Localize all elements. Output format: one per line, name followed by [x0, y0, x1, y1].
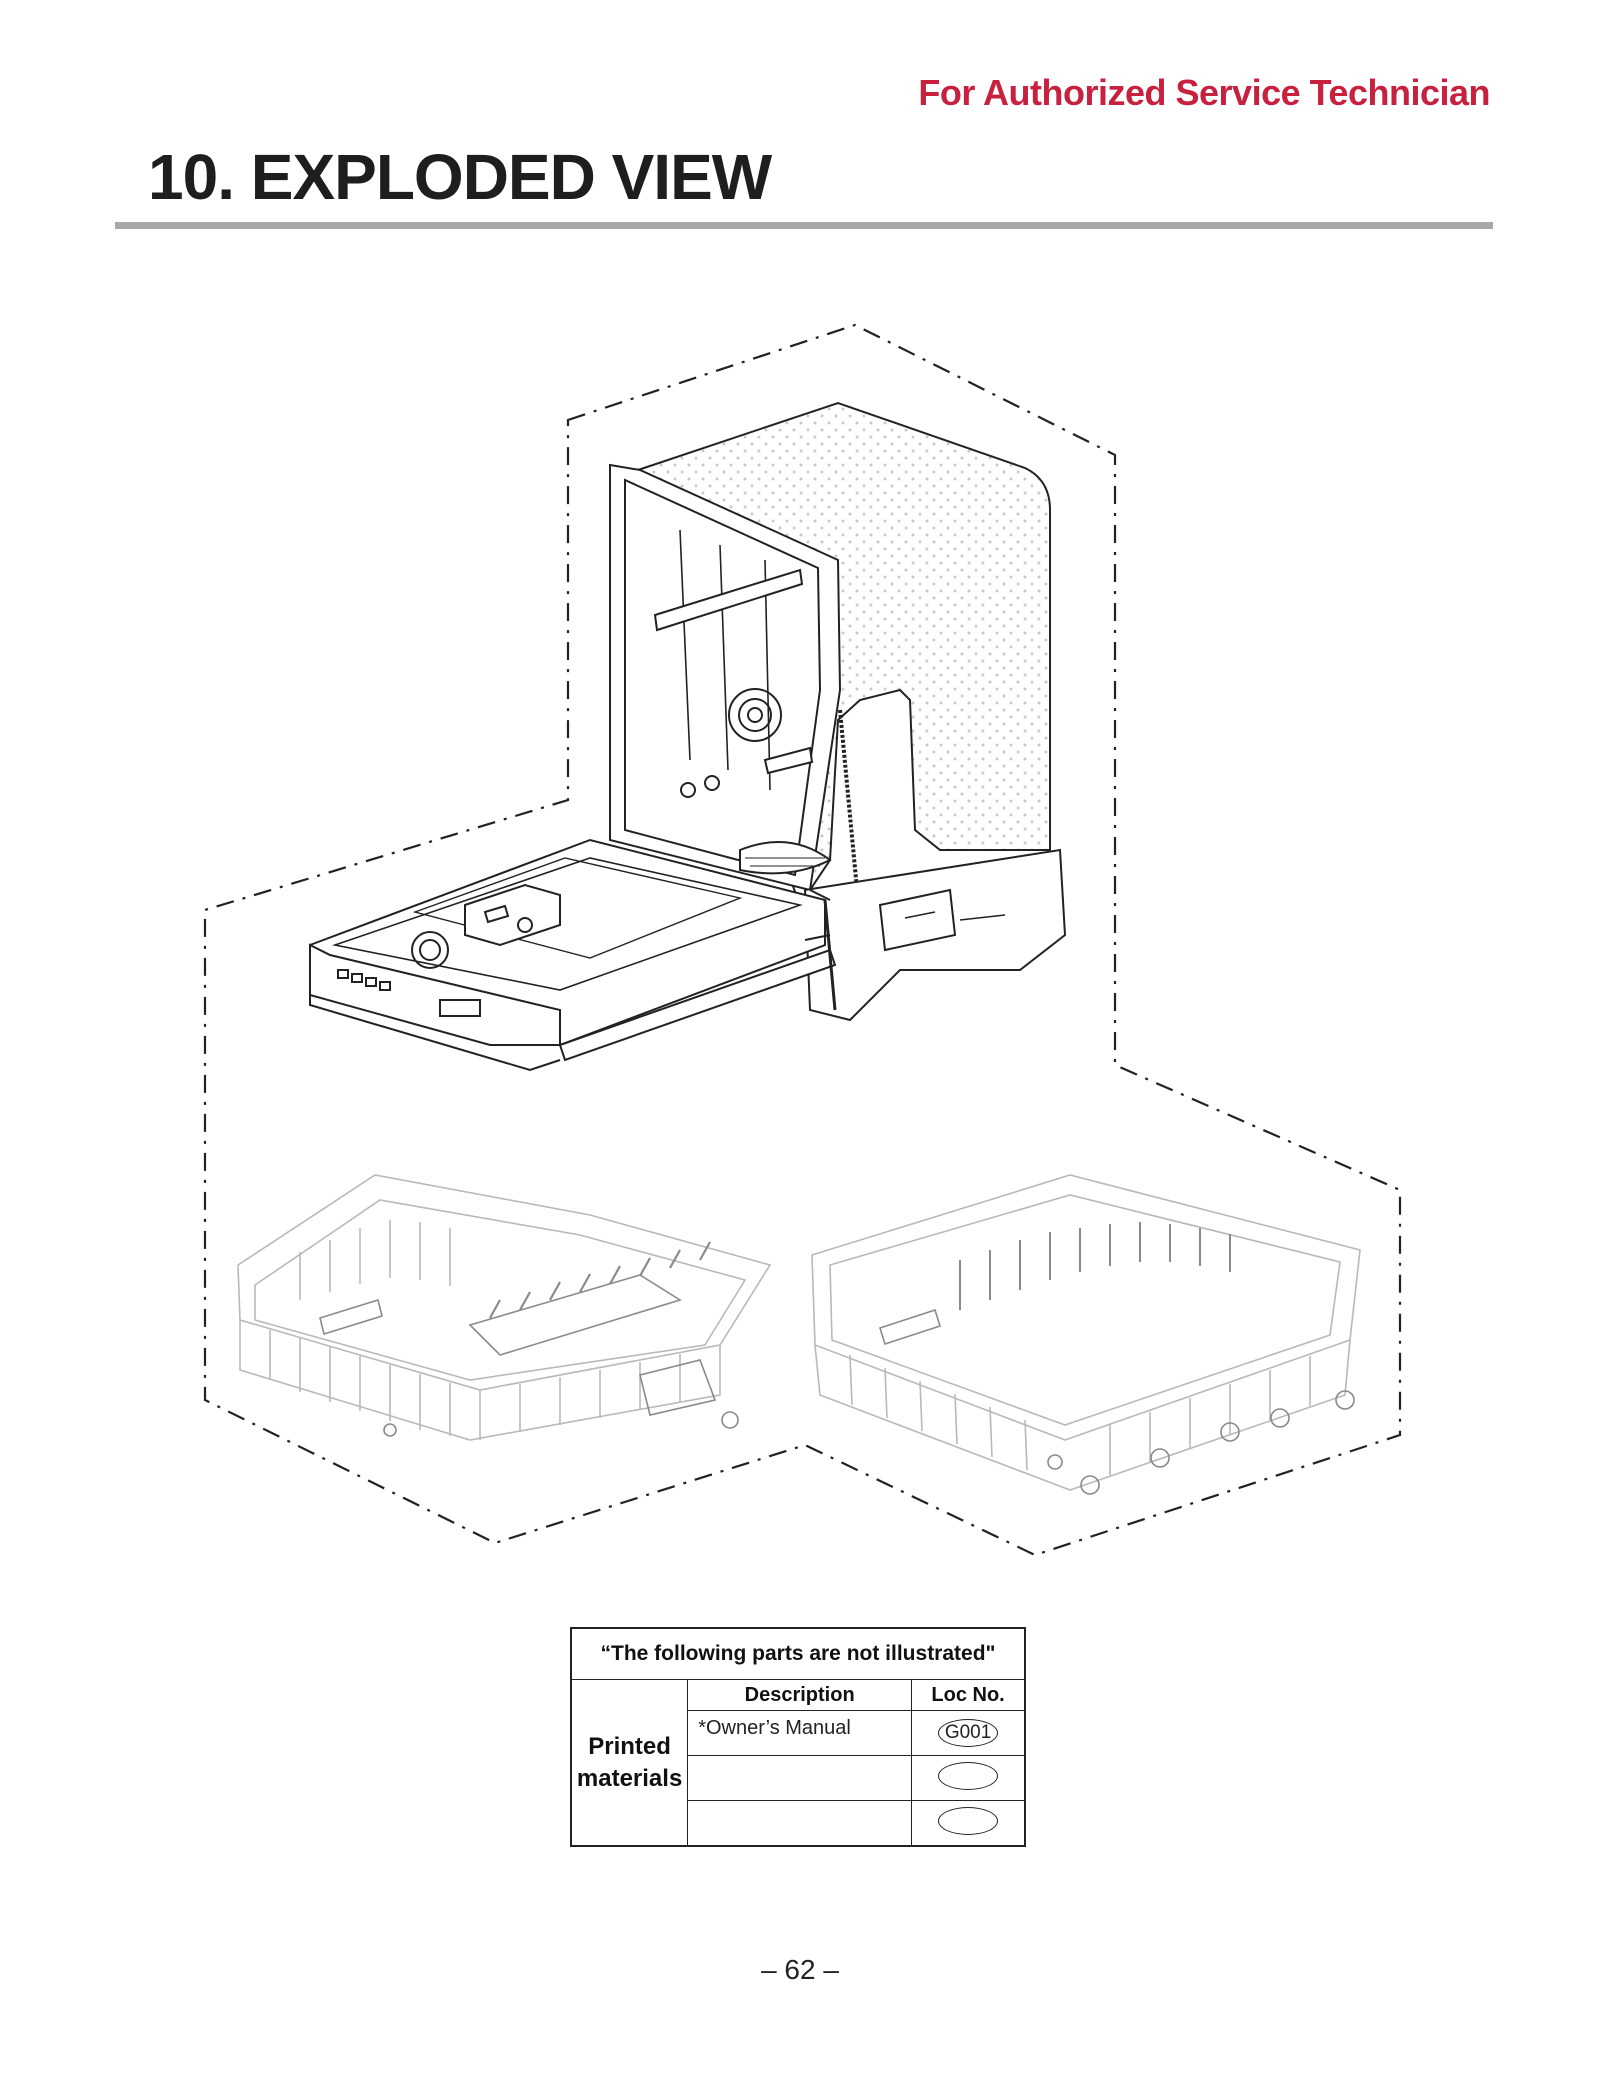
door-spring	[838, 709, 860, 901]
loc-number-oval	[938, 1806, 999, 1835]
row-description: *Owner’s Manual	[687, 1710, 913, 1756]
spray-arm-hub	[728, 688, 782, 742]
authorized-technician-note: For Authorized Service Technician	[918, 72, 1490, 113]
tub-assembly	[309, 401, 1067, 1072]
assembly-boundary	[203, 323, 1402, 1557]
upper-dish-rack	[237, 1174, 772, 1441]
rinse-aid-cap	[411, 931, 449, 969]
detergent-dispenser	[464, 883, 561, 947]
row-description	[687, 1800, 913, 1847]
row-loc-cell: G001	[911, 1710, 1026, 1756]
upper-rack-rail	[653, 568, 804, 632]
title-rule	[115, 222, 1493, 229]
table-row: *Owner’s Manual G001	[571, 1710, 1026, 1756]
base-frame	[803, 848, 1067, 1022]
loc-number-oval: G001	[938, 1719, 999, 1747]
group-label-line1: Printed	[588, 1732, 671, 1760]
table-row	[571, 1755, 1026, 1801]
column-header-loc-no: Loc No.	[911, 1679, 1026, 1711]
row-description	[687, 1755, 913, 1801]
table-row	[571, 1800, 1026, 1847]
not-illustrated-parts-table: “The following parts are not illustrated…	[570, 1627, 1026, 1847]
group-label-printed-materials: Printed materials	[570, 1679, 689, 1847]
row-loc-cell	[911, 1755, 1026, 1801]
column-header-description: Description	[687, 1679, 913, 1711]
page-title: 10. EXPLODED VIEW	[148, 141, 772, 213]
group-label-line2: materials	[576, 1764, 683, 1792]
loc-number-oval	[938, 1761, 999, 1790]
row-loc-cell	[911, 1800, 1026, 1847]
table-caption: “The following parts are not illustrated…	[570, 1627, 1026, 1680]
page-number: – 62 –	[761, 1954, 839, 1985]
lower-dish-rack	[811, 1174, 1361, 1495]
